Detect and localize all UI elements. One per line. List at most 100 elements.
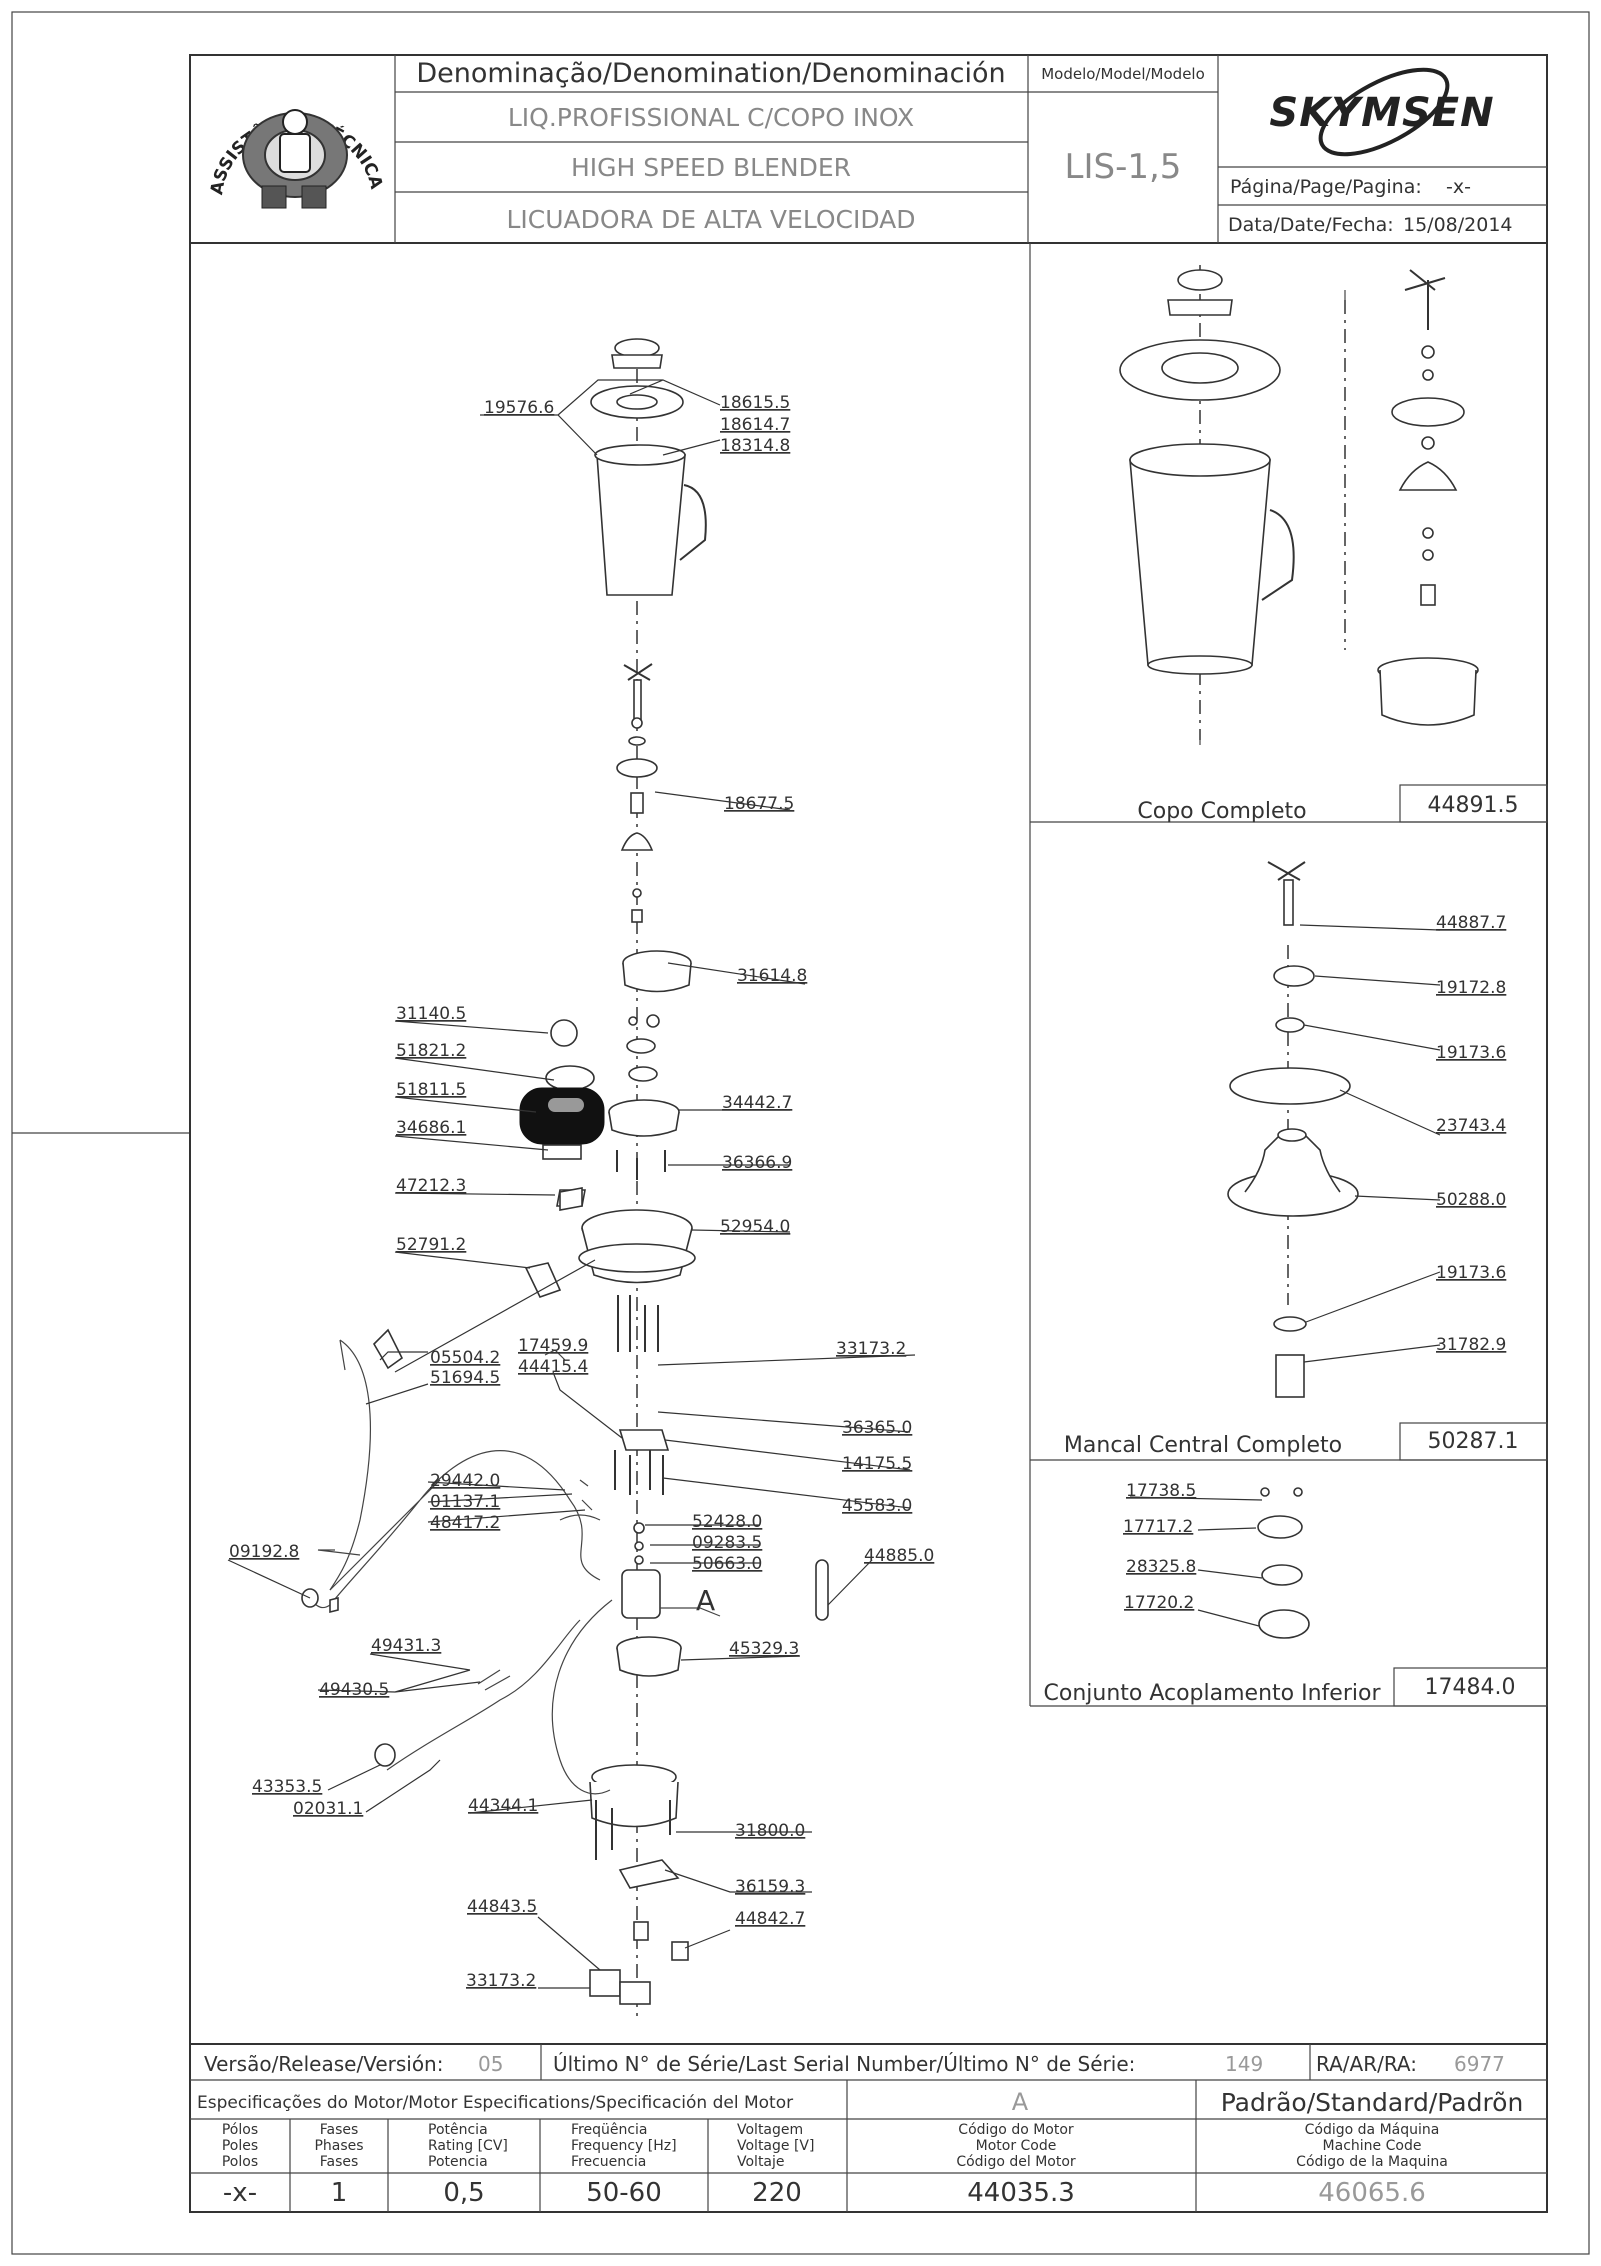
value-frequency: 50-60 — [586, 2178, 662, 2208]
label-18615-5: 18615.5 — [720, 393, 790, 413]
col-machine-code-1: Código da Máquina — [1305, 2122, 1440, 2138]
page-label: Página/Page/Pagina: — [1230, 176, 1422, 198]
label-44887-7: 44887.7 — [1436, 913, 1506, 933]
col-phases-2: Phases — [314, 2138, 363, 2154]
label-19173-6-b: 19173.6 — [1436, 1263, 1506, 1283]
title-block: Denominação/Denomination/Denominación LI… — [0, 0, 1547, 244]
label-49431-3: 49431.3 — [371, 1636, 441, 1656]
col-rating-1: Potência — [428, 2122, 488, 2138]
label-23743-4: 23743.4 — [1436, 1116, 1506, 1136]
value-voltage: 220 — [752, 2178, 802, 2208]
col-phases-1: Fases — [320, 2122, 359, 2138]
label-19576-6: 19576.6 — [484, 398, 554, 418]
label-31800-0: 31800.0 — [735, 1821, 805, 1841]
copo-completo-drawing — [1119, 265, 1479, 745]
label-52428-0: 52428.0 — [692, 1512, 762, 1532]
col-frequency-2: Frequency [Hz] — [571, 2138, 677, 2154]
panel-mancal-title: Mancal Central Completo — [1064, 1433, 1342, 1458]
right-panels: Copo Completo 44891.5 Mancal Central Com… — [1029, 243, 1548, 1707]
label-02031-1: 02031.1 — [293, 1799, 363, 1819]
mancal-central-drawing: 44887.7 19172.8 19173.6 23743.4 50288.0 … — [1227, 861, 1506, 1398]
acoplamento-drawing: 17738.5 17717.2 28325.8 17720.2 — [1123, 1481, 1310, 1639]
label-18677-5: 18677.5 — [724, 794, 794, 814]
motor-spec-label: Especificações do Motor/Motor Especifica… — [197, 2093, 793, 2113]
col-rating-3: Potencia — [428, 2154, 488, 2170]
label-36366-9: 36366.9 — [722, 1153, 792, 1173]
panel-copo-title: Copo Completo — [1137, 799, 1306, 824]
label-05504-2: 05504.2 — [430, 1348, 500, 1368]
col-frequency-1: Freqüência — [571, 2122, 648, 2138]
col-voltage-1: Voltagem — [737, 2122, 803, 2138]
model-value: LIS-1,5 — [1065, 147, 1182, 187]
col-voltage-3: Voltaje — [737, 2154, 785, 2170]
label-33173-2-b: 33173.2 — [466, 1971, 536, 1991]
label-36365-0: 36365.0 — [842, 1418, 912, 1438]
main-exploded-view: A — [227, 338, 934, 2020]
label-31782-9: 31782.9 — [1436, 1335, 1506, 1355]
label-14175-5: 14175.5 — [842, 1454, 912, 1474]
label-17717-2: 17717.2 — [1123, 1517, 1193, 1537]
value-rating: 0,5 — [443, 2178, 484, 2208]
col-machine-code-3: Código de la Maquina — [1296, 2154, 1448, 2170]
label-45583-0: 45583.0 — [842, 1496, 912, 1516]
label-01137-1: 01137.1 — [430, 1492, 500, 1512]
label-52954-0: 52954.0 — [720, 1217, 790, 1237]
value-poles: -x- — [223, 2178, 257, 2208]
label-09283-5: 09283.5 — [692, 1533, 762, 1553]
col-poles-2: Poles — [222, 2138, 258, 2154]
label-43353-5: 43353.5 — [252, 1777, 322, 1797]
version-value: 05 — [478, 2052, 503, 2076]
label-18614-7: 18614.7 — [720, 415, 790, 435]
standard-label: Padrão/Standard/Padrõn — [1221, 2088, 1524, 2117]
label-09192-8: 09192.8 — [229, 1542, 299, 1562]
footer-table: Versão/Release/Versión: 05 Último N° de … — [190, 2043, 1547, 2212]
product-name-es: LICUADORA DE ALTA VELOCIDAD — [506, 205, 915, 234]
label-47212-3: 47212.3 — [396, 1176, 466, 1196]
col-rating-2: Rating [CV] — [428, 2138, 508, 2154]
value-motor-code: 44035.3 — [967, 2178, 1075, 2208]
label-19173-6-a: 19173.6 — [1436, 1043, 1506, 1063]
label-50663-0: 50663.0 — [692, 1554, 762, 1574]
label-34686-1: 34686.1 — [396, 1118, 466, 1138]
col-motor-code-2: Motor Code — [976, 2138, 1057, 2154]
motor-letter: A — [1012, 2088, 1029, 2116]
label-33173-2-a: 33173.2 — [836, 1339, 906, 1359]
label-28325-8: 28325.8 — [1126, 1557, 1196, 1577]
product-name-en: HIGH SPEED BLENDER — [571, 153, 851, 182]
label-19172-8: 19172.8 — [1436, 978, 1506, 998]
date-value: 15/08/2014 — [1403, 214, 1513, 236]
col-poles-3: Polos — [222, 2154, 258, 2170]
label-51811-5: 51811.5 — [396, 1080, 466, 1100]
drawing-frame — [189, 54, 1548, 2213]
serial-value: 149 — [1225, 2052, 1263, 2076]
brand-name: SKYMSEN — [1269, 90, 1494, 136]
value-machine-code: 46065.6 — [1318, 2178, 1426, 2208]
label-17738-5: 17738.5 — [1126, 1481, 1196, 1501]
product-name-pt: LIQ.PROFISSIONAL C/COPO INOX — [508, 103, 914, 132]
label-51821-2: 51821.2 — [396, 1041, 466, 1061]
label-52791-2: 52791.2 — [396, 1235, 466, 1255]
date-label: Data/Date/Fecha: — [1228, 214, 1394, 236]
panel-mancal-code: 50287.1 — [1428, 1429, 1519, 1454]
col-motor-code-1: Código do Motor — [958, 2122, 1074, 2138]
label-49430-5: 49430.5 — [319, 1680, 389, 1700]
label-34442-7: 34442.7 — [722, 1093, 792, 1113]
model-title: Modelo/Model/Modelo — [1041, 65, 1205, 83]
label-36159-3: 36159.3 — [735, 1877, 805, 1897]
label-44885-0: 44885.0 — [864, 1546, 934, 1566]
version-label: Versão/Release/Versión: — [204, 2052, 443, 2076]
label-44843-5: 44843.5 — [467, 1897, 537, 1917]
label-45329-3: 45329.3 — [729, 1639, 799, 1659]
label-31614-8: 31614.8 — [737, 966, 807, 986]
col-frequency-3: Frecuencia — [571, 2154, 646, 2170]
label-18314-8: 18314.8 — [720, 436, 790, 456]
leader-lines — [227, 379, 916, 1989]
page-value: -x- — [1446, 176, 1471, 198]
col-voltage-2: Voltage [V] — [737, 2138, 814, 2154]
panel-acoplamento-title: Conjunto Acoplamento Inferior — [1044, 1681, 1382, 1706]
label-31140-5: 31140.5 — [396, 1004, 466, 1024]
label-44344-1: 44344.1 — [468, 1796, 538, 1816]
label-17459-9: 17459.9 — [518, 1336, 588, 1356]
panel-copo-code: 44891.5 — [1428, 793, 1519, 818]
